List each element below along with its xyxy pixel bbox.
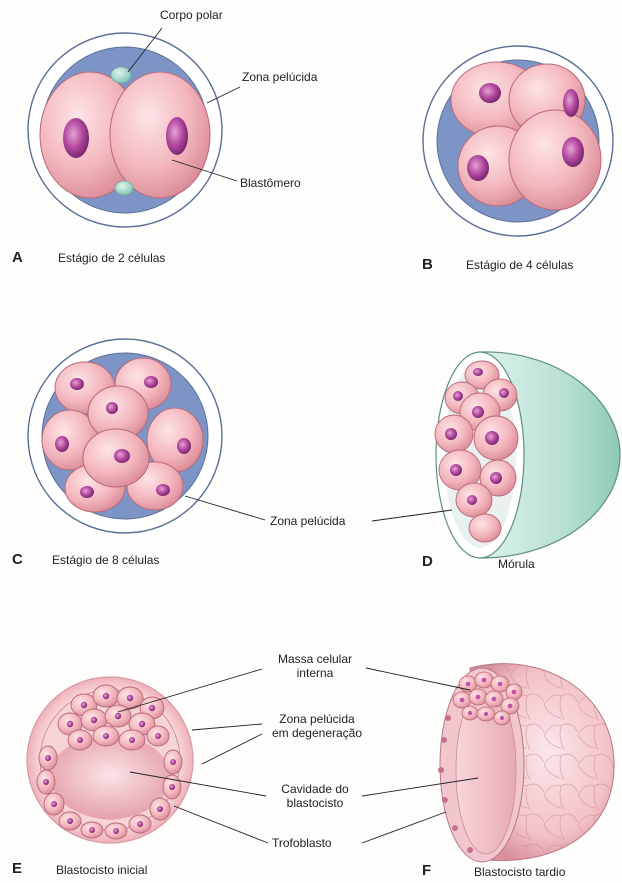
panel-c-caption: Estágio de 8 células	[52, 553, 159, 567]
label-zona-pelucida-cd: Zona pelúcida	[270, 514, 345, 528]
label-massa-celular-line1: Massa celular	[262, 652, 368, 666]
panel-b-letter: B	[422, 256, 433, 273]
label-zona-degeneracao-line1: Zona pelúcida	[258, 712, 376, 726]
panel-d-morula	[435, 352, 620, 558]
blastomere-2	[110, 72, 210, 198]
panel-d-caption: Mórula	[498, 557, 535, 571]
panel-c-letter: C	[12, 551, 23, 568]
panel-e-blastocyst	[27, 677, 193, 843]
label-cavidade-line2: blastocisto	[262, 796, 368, 810]
label-cavidade: Cavidade do blastocisto	[262, 782, 368, 810]
label-zona-degeneracao: Zona pelúcida em degeneração	[258, 712, 376, 740]
label-zona-degeneracao-line2: em degeneração	[258, 726, 376, 740]
polar-body	[115, 181, 133, 195]
panel-c-embryo	[28, 339, 222, 533]
panel-f-caption: Blastocisto tardio	[474, 865, 565, 879]
label-trofoblasto: Trofoblasto	[272, 836, 332, 850]
label-cavidade-line1: Cavidade do	[262, 782, 368, 796]
nucleus	[63, 118, 89, 158]
nucleus	[166, 117, 188, 155]
panel-b-caption: Estágio de 4 células	[466, 258, 573, 272]
polar-body	[111, 67, 131, 83]
label-massa-celular-line2: interna	[262, 666, 368, 680]
panel-b-embryo	[423, 46, 613, 236]
label-corpo-polar: Corpo polar	[160, 8, 223, 22]
panel-a-embryo	[28, 33, 222, 227]
panel-a-caption: Estágio de 2 células	[58, 251, 165, 265]
panel-d-letter: D	[422, 553, 433, 570]
label-zona-pelucida-a: Zona pelúcida	[242, 70, 317, 84]
panel-e-caption: Blastocisto inicial	[56, 863, 147, 877]
label-blastomero: Blastômero	[240, 176, 301, 190]
label-massa-celular: Massa celular interna	[262, 652, 368, 680]
panel-f-blastocyst	[438, 664, 614, 862]
panel-a-letter: A	[12, 249, 23, 266]
panel-f-letter: F	[422, 862, 431, 879]
panel-e-letter: E	[12, 860, 22, 877]
